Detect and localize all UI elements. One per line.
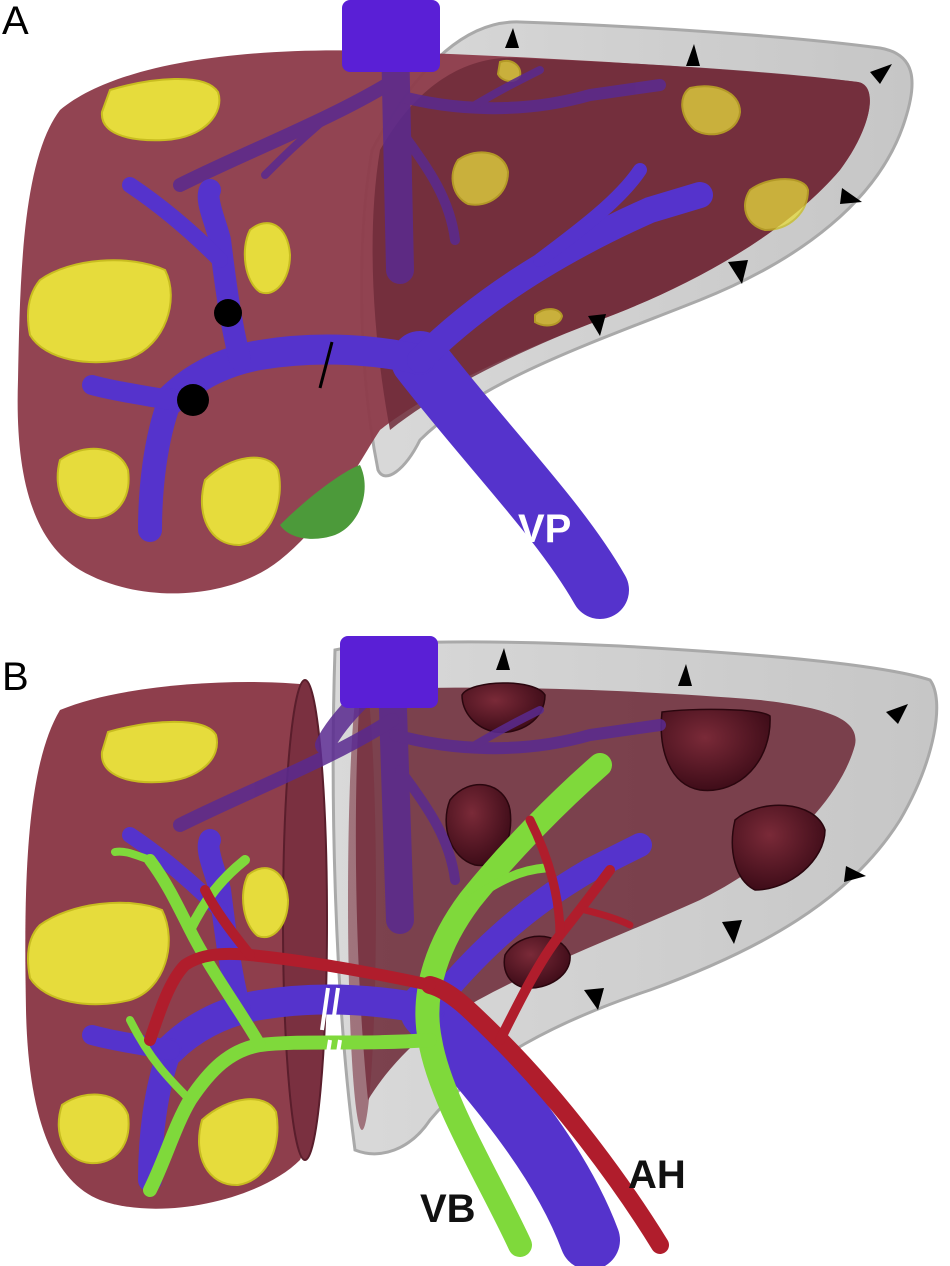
transection-mark-icon xyxy=(334,1039,342,1066)
tumor xyxy=(242,867,290,939)
arrowhead-marker-icon xyxy=(588,314,606,336)
panel-b-transection-marks xyxy=(320,987,342,1066)
panel-b-letter: B xyxy=(2,655,29,699)
transection-mark-icon xyxy=(318,341,334,389)
arrowhead-marker-icon xyxy=(844,866,866,882)
necrotic-lesion xyxy=(660,708,771,792)
panel-b-left-lobe xyxy=(25,681,325,1209)
tumor xyxy=(198,1098,279,1187)
tumor xyxy=(451,151,510,206)
label-bile-duct: VB xyxy=(420,1187,476,1231)
tumor xyxy=(100,720,218,784)
panel-a-arrowheads xyxy=(505,28,892,336)
arrowhead-marker-icon xyxy=(496,648,510,670)
transection-mark-icon xyxy=(324,1039,332,1066)
panel-b: B xyxy=(2,636,939,1266)
ligation-dot-icon xyxy=(177,384,209,416)
panel-b-vena-cava xyxy=(340,636,438,708)
arrowhead-marker-icon xyxy=(584,988,604,1010)
necrotic-lesion xyxy=(731,804,826,891)
panel-b-tumors xyxy=(27,720,290,1187)
panel-a-tumors xyxy=(27,60,810,547)
label-portal-vein: VP xyxy=(518,507,571,551)
tumor xyxy=(243,222,292,295)
tumor xyxy=(27,901,170,1006)
panel-a-right-lobe-shade xyxy=(372,57,870,430)
panel-a: A xyxy=(2,0,914,619)
tumor xyxy=(57,1093,130,1165)
panel-b-necrotic-lesions xyxy=(445,682,826,989)
label-hepatic-artery: AH xyxy=(628,1153,686,1197)
tumor xyxy=(27,259,172,364)
panel-b-arrowheads xyxy=(496,648,908,1010)
panel-a-vena-cava xyxy=(342,0,440,72)
panel-b-portal-vein xyxy=(82,827,652,1266)
arrowhead-marker-icon xyxy=(840,188,862,204)
tumor xyxy=(744,178,810,232)
arrowhead-marker-icon xyxy=(886,704,908,724)
panel-a-gallbladder xyxy=(280,465,365,539)
tumor xyxy=(56,447,130,520)
tumor xyxy=(534,308,564,327)
panel-a-hepatic-vein xyxy=(173,26,666,284)
arrowhead-marker-icon xyxy=(505,28,519,48)
panel-b-hepatic-artery xyxy=(144,815,669,1254)
tumor xyxy=(681,85,742,136)
transection-mark-icon xyxy=(320,987,330,1031)
panel-a-letter: A xyxy=(2,0,29,43)
tumor xyxy=(100,77,221,142)
tumor xyxy=(200,456,281,547)
arrowhead-marker-icon xyxy=(722,920,742,944)
arrowhead-marker-icon xyxy=(870,64,892,84)
panel-a-portal-vein xyxy=(82,163,713,619)
arrowhead-marker-icon xyxy=(686,44,700,66)
arrowhead-marker-icon xyxy=(678,664,692,686)
arrowhead-marker-icon xyxy=(728,260,748,284)
panel-b-hepatic-vein xyxy=(173,666,666,934)
ligation-dot-icon xyxy=(214,299,242,327)
transection-mark-icon xyxy=(330,987,340,1031)
